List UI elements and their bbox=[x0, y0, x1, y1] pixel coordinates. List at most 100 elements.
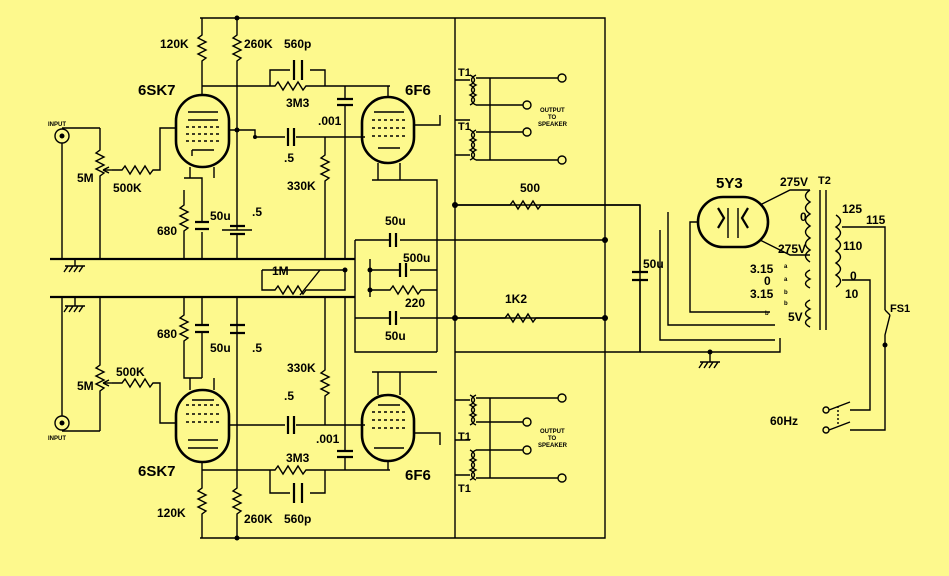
t2-label: T2 bbox=[818, 175, 831, 187]
output-top-l3: SPEAKER bbox=[538, 122, 568, 128]
t1-a-label: T1 bbox=[458, 67, 471, 79]
volume-pot-bot[interactable] bbox=[94, 297, 112, 431]
r3m3-top-label: 3M3 bbox=[286, 96, 310, 110]
power-supply: 5Y3 T2 275V 0 275V 3.15 0 3.15 5V a a b … bbox=[640, 175, 910, 434]
r680-bot-label: 680 bbox=[157, 327, 177, 341]
power-transformer-t2[interactable] bbox=[804, 189, 842, 330]
tube-v4-label: 6F6 bbox=[405, 467, 431, 484]
r260k-top bbox=[231, 18, 243, 230]
pin-b1-label: b bbox=[784, 290, 788, 296]
r330k-bot bbox=[319, 297, 331, 425]
c50u-top-cath-label: 50u bbox=[210, 209, 231, 223]
ground-symbols bbox=[63, 259, 720, 369]
output-top-l2: TO bbox=[548, 115, 557, 121]
supply-rails bbox=[50, 15, 641, 541]
r120k-top bbox=[196, 18, 208, 86]
tube-v3-label: 6SK7 bbox=[138, 463, 176, 480]
v315-b-label: 3.15 bbox=[750, 287, 774, 301]
r500k-bot-label: 500K bbox=[116, 365, 145, 379]
output-bot-l1: OUTPUT bbox=[540, 429, 565, 435]
t1-b-label: T1 bbox=[458, 121, 471, 133]
tube-rect-label: 5Y3 bbox=[716, 175, 743, 192]
r260k-bot bbox=[231, 297, 243, 538]
pin-a2-label: a bbox=[784, 277, 788, 283]
r120k-bot bbox=[196, 470, 208, 538]
r5m-top-label: 5M bbox=[77, 171, 94, 185]
input-label-bot: INPUT bbox=[48, 436, 66, 442]
r330k-top bbox=[319, 137, 331, 259]
output-bot-l3: SPEAKER bbox=[538, 443, 568, 449]
r1k2-label: 1K2 bbox=[505, 292, 527, 306]
r3m3-bot-label: 3M3 bbox=[286, 451, 310, 465]
input-jack-bot[interactable] bbox=[54, 297, 100, 432]
tap115-label: 115 bbox=[866, 213, 886, 227]
volume-pot-top[interactable] bbox=[94, 128, 112, 259]
v275-bot-label: 275V bbox=[778, 242, 806, 256]
tap110-label: 110 bbox=[843, 239, 863, 253]
c001-top-label: .001 bbox=[318, 114, 342, 128]
output-bot-l2: TO bbox=[548, 436, 557, 442]
r500k-top bbox=[112, 127, 175, 176]
c50u-mid2-label: 50u bbox=[385, 329, 406, 343]
tube-6sk7-top[interactable] bbox=[174, 86, 231, 178]
v0-mid-label: 0 bbox=[764, 274, 771, 288]
tube-6f6-bot[interactable] bbox=[360, 372, 416, 470]
v315-a-label: 3.15 bbox=[750, 262, 774, 276]
c05-bot-coupling-label: .5 bbox=[284, 389, 294, 403]
c500u-label: 500u bbox=[403, 251, 430, 265]
c05-top-screen-label: .5 bbox=[252, 205, 262, 219]
pin-a1-label: a bbox=[784, 264, 788, 270]
c560p-top-label: 560p bbox=[284, 37, 311, 51]
bottom-channel: INPUT 5M 500K 6SK7 120K 260K .5 680 50u bbox=[48, 297, 568, 538]
tap0-pri-label: 0 bbox=[850, 269, 857, 283]
t1-d-label: T1 bbox=[458, 483, 471, 495]
c001-bot-label: .001 bbox=[316, 432, 340, 446]
output-top-l1: OUTPUT bbox=[540, 108, 565, 114]
r1m-label: 1M bbox=[272, 264, 289, 278]
t1-c-label: T1 bbox=[458, 431, 471, 443]
r330k-bot-label: 330K bbox=[287, 361, 316, 375]
tube-6sk7-bot[interactable] bbox=[174, 378, 231, 470]
r120k-bot-label: 120K bbox=[157, 506, 186, 520]
output-transformer-top[interactable] bbox=[454, 18, 560, 538]
r500k-top-label: 500K bbox=[113, 181, 142, 195]
tube-v1-label: 6SK7 bbox=[138, 82, 176, 99]
c50u-mid1-label: 50u bbox=[385, 214, 406, 228]
r500k-bot bbox=[112, 377, 175, 424]
input-label-top: INPUT bbox=[48, 122, 66, 128]
c560p-bot-label: 560p bbox=[284, 512, 311, 526]
top-channel: INPUT 5M 500K 6SK7 120K 260K bbox=[48, 18, 568, 538]
input-jack-top[interactable] bbox=[54, 127, 100, 259]
r330k-top-label: 330K bbox=[287, 179, 316, 193]
pin-b2-label: b bbox=[784, 301, 788, 307]
tube-6f6-top[interactable] bbox=[360, 86, 416, 180]
fuse-fs1[interactable] bbox=[850, 309, 891, 431]
tap10-label: 10 bbox=[845, 287, 859, 301]
c05-bot-screen-label: .5 bbox=[252, 341, 262, 355]
c50u-filter-label: 50u bbox=[643, 257, 664, 271]
r680-top-label: 680 bbox=[157, 224, 177, 238]
pin-b3-label: b bbox=[765, 311, 769, 317]
tap125-label: 125 bbox=[842, 202, 862, 216]
rectifier-tube-5y3[interactable] bbox=[696, 195, 770, 249]
speaker-terminals-top[interactable] bbox=[522, 73, 567, 165]
speaker-terminals-bot[interactable] bbox=[522, 393, 567, 483]
tap0-label: 0 bbox=[800, 210, 807, 224]
r5m-bot-label: 5M bbox=[77, 379, 94, 393]
r500-label: 500 bbox=[520, 181, 540, 195]
tube-v2-label: 6F6 bbox=[405, 82, 431, 99]
output-transformer-bot[interactable] bbox=[455, 394, 560, 481]
fuse-label: FS1 bbox=[890, 303, 910, 315]
c50u-bot-cath-label: 50u bbox=[210, 341, 231, 355]
c05-top-coupling-label: .5 bbox=[284, 151, 294, 165]
mains-switch[interactable] bbox=[822, 401, 871, 434]
v5-label: 5V bbox=[788, 310, 803, 324]
r220-label: 220 bbox=[405, 296, 425, 310]
r260k-top-label: 260K bbox=[244, 37, 273, 51]
decoupling-network: 50u 500u 220 50u 1M 500 1K2 50u bbox=[261, 181, 664, 353]
mains-label: 60Hz bbox=[770, 414, 798, 428]
r260k-bot-label: 260K bbox=[244, 512, 273, 526]
r120k-top-label: 120K bbox=[160, 37, 189, 51]
v275-top-label: 275V bbox=[780, 175, 808, 189]
